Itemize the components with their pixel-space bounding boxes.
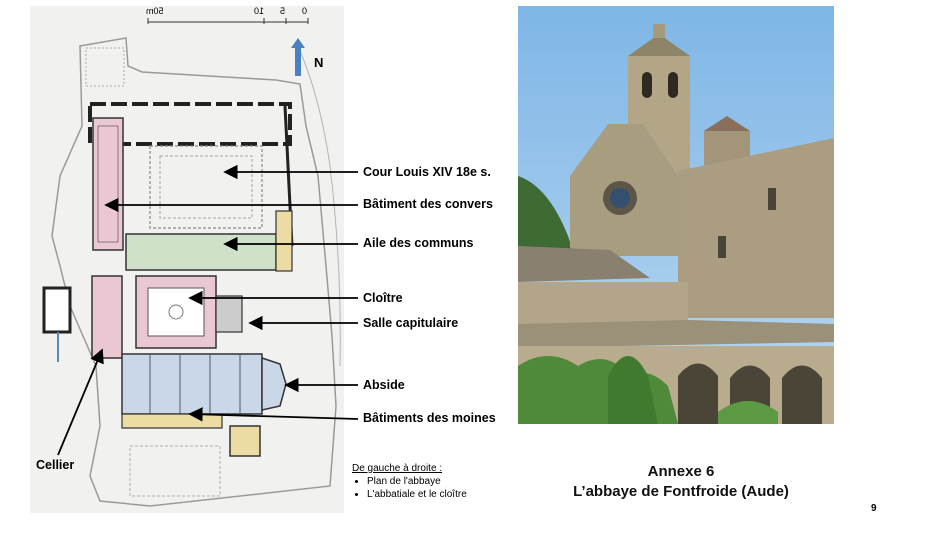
scale-bar: 50m 10 5 0 — [146, 6, 310, 26]
label-batiment-convers: Bâtiment des convers — [363, 197, 493, 211]
caption: Annexe 6 L’abbaye de Fontfroide (Aude) — [531, 462, 831, 502]
caption-line-2: L’abbaye de Fontfroide (Aude) — [573, 483, 789, 500]
label-salle-capitulaire: Salle capitulaire — [363, 316, 459, 330]
label-cellier: Cellier — [36, 458, 75, 472]
note-list: Plan de l'abbaye L'abbatiale et le cloît… — [352, 475, 502, 501]
label-cloitre: Cloître — [363, 291, 403, 305]
scale-bar-line — [147, 18, 309, 24]
label-aile-communs: Aile des communs — [363, 236, 474, 250]
note-title: De gauche à droite : — [352, 463, 443, 474]
caption-line-1: Annexe 6 — [647, 463, 715, 480]
order-note: De gauche à droite : Plan de l'abbaye L'… — [352, 462, 502, 501]
label-abside: Abside — [363, 378, 405, 392]
photo-drawing — [518, 6, 834, 424]
north-label: N — [314, 55, 324, 70]
abbey-photo — [518, 6, 834, 424]
note-item: Plan de l'abbaye — [367, 475, 502, 488]
north-arrow-icon — [291, 38, 305, 76]
plan-drawing — [42, 37, 341, 507]
note-item: L'abbatiale et le cloître — [367, 488, 502, 501]
label-cour-louis-xiv: Cour Louis XIV 18e s. — [363, 165, 491, 179]
label-batiments-moines: Bâtiments des moines — [363, 411, 496, 425]
abbey-plan — [30, 6, 344, 513]
page-number: 9 — [871, 503, 877, 514]
